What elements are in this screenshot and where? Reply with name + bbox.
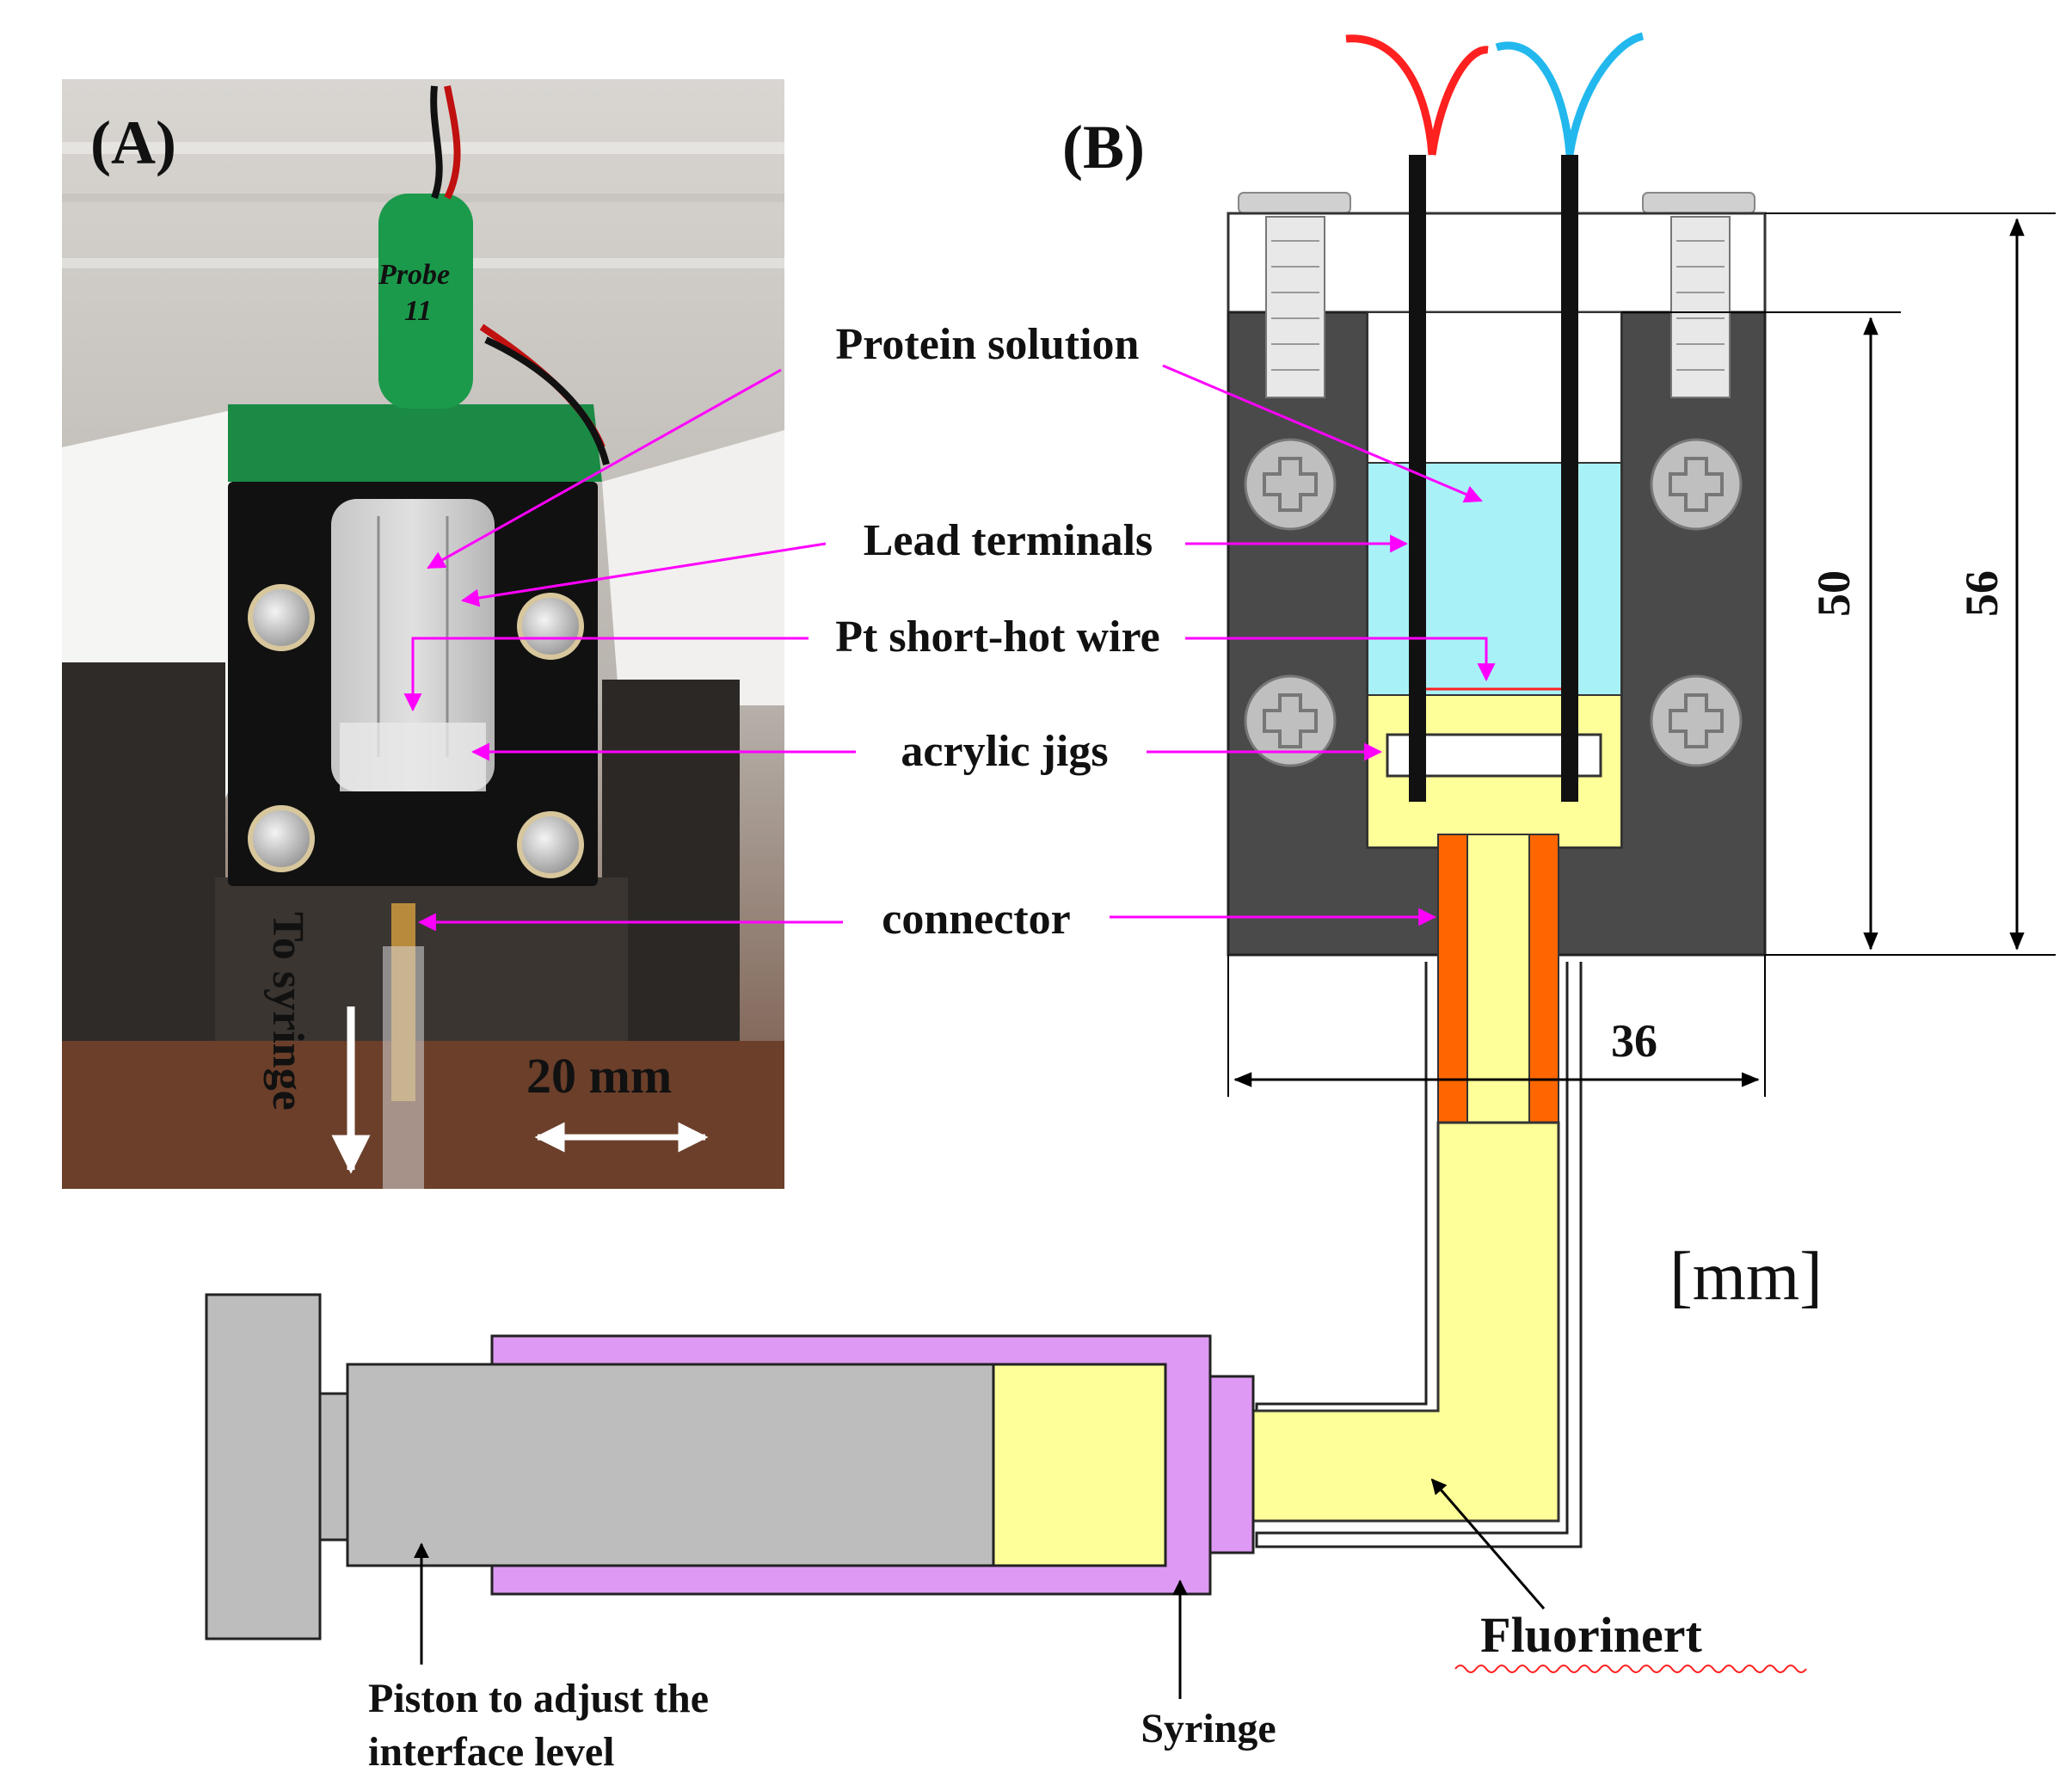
dim-width: 36 xyxy=(1611,1015,1657,1067)
blue-lead-wire xyxy=(1495,41,1574,156)
probe-handwriting-line1: Probe xyxy=(378,259,450,291)
scale-bar-label: 20 mm xyxy=(526,1048,672,1104)
unit-label: [mm] xyxy=(1669,1239,1823,1314)
to-syringe-label: To syringe xyxy=(263,912,312,1111)
screw-icon xyxy=(517,811,584,878)
spellcheck-underline xyxy=(1454,1665,1807,1673)
piston-rod xyxy=(346,1363,995,1567)
fluorinert-in-syringe xyxy=(992,1363,1167,1567)
label-piston-line1: Piston to adjust the xyxy=(368,1676,709,1721)
label-lead-terminals: Lead terminals xyxy=(864,516,1153,565)
probe-handwriting-line2: 11 xyxy=(404,295,432,327)
screw-icon xyxy=(517,593,584,660)
label-syringe: Syringe xyxy=(1141,1706,1276,1751)
lead-terminal xyxy=(1409,155,1426,802)
dim-height-inner: 50 xyxy=(1808,570,1860,617)
label-fluorinert: Fluorinert xyxy=(1480,1607,1702,1663)
syringe-assembly xyxy=(205,1293,1255,1640)
label-protein-solution: Protein solution xyxy=(836,320,1140,369)
dim-height-outer: 56 xyxy=(1956,570,2007,617)
screw-icon xyxy=(248,584,315,651)
panel-b-label: (B) xyxy=(1062,113,1145,182)
photo-panel: Probe 11 (A) To syringe 20 mm xyxy=(62,79,784,1189)
screw-icon xyxy=(1244,674,1337,767)
protein-solution-region xyxy=(1367,462,1622,696)
red-lead-wire xyxy=(1345,34,1436,156)
dimension-lines xyxy=(1227,212,2056,1097)
callout-arrows xyxy=(403,364,1496,932)
screw-icon xyxy=(1244,438,1337,531)
fluorinert-tube xyxy=(1247,1121,1560,1523)
screw-icon xyxy=(248,805,315,872)
pointer-arrows xyxy=(414,1478,1546,1699)
syringe-tip xyxy=(1208,1375,1255,1554)
label-connector: connector xyxy=(882,895,1070,944)
cell-schematic xyxy=(1227,32,1767,1548)
label-pt-wire: Pt short-hot wire xyxy=(835,612,1159,662)
panel-a-label: (A) xyxy=(90,108,176,177)
lead-terminal xyxy=(1561,155,1578,802)
piston-handle xyxy=(205,1293,322,1640)
label-acrylic-jigs: acrylic jigs xyxy=(901,727,1108,776)
screw-icon xyxy=(1650,438,1743,531)
screw-icon xyxy=(1650,674,1743,767)
label-piston-line2: interface level xyxy=(368,1729,615,1775)
